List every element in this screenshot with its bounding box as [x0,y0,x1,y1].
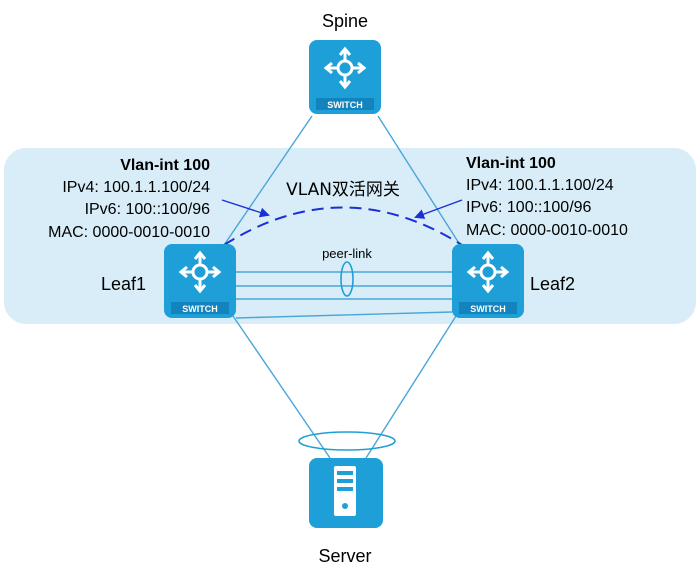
leaf2-switch[interactable]: SWITCH [452,244,524,318]
leaf1-vlan-title: Vlan-int 100 [120,157,210,174]
leaf2-badge: SWITCH [470,304,506,314]
leaf2-ipv6: IPv6: 100::100/96 [466,199,592,216]
server-device[interactable] [309,458,383,528]
leaf1-config: Vlan-int 100 IPv4: 100.1.1.100/24 IPv6: … [48,157,210,241]
link-leaf1-leaf2-bottom [235,311,453,319]
link-leaf2-server [365,315,457,459]
leaf2-vlan-title: Vlan-int 100 [466,155,556,172]
spine-switch[interactable]: SWITCH [309,40,381,114]
peer-link-label: peer-link [322,246,372,261]
link-spine-leaf2 [377,115,463,249]
link-spine-leaf1 [221,115,313,249]
spine-label: Spine [322,11,368,31]
leaf2-label: Leaf2 [530,274,575,294]
leaf2-config: Vlan-int 100 IPv4: 100.1.1.100/24 IPv6: … [466,155,628,239]
peer-link-aggregation-ring [340,261,354,297]
gateway-dashed-arc [223,206,463,246]
leaf1-label: Leaf1 [101,274,146,294]
leaf1-switch[interactable]: SWITCH [164,244,236,318]
leaf2-ipv4: IPv4: 100.1.1.100/24 [466,177,614,194]
leaf1-badge: SWITCH [182,304,218,314]
arrow-leaf1-to-gateway [221,199,270,218]
arrow-leaf2-to-gateway [414,199,463,219]
leaf1-mac: MAC: 0000-0010-0010 [48,224,210,241]
spine-badge: SWITCH [327,100,363,110]
server-label: Server [318,546,371,566]
leaf1-ipv4: IPv4: 100.1.1.100/24 [62,179,210,196]
link-leaf1-server [232,315,331,459]
leaf1-ipv6: IPv6: 100::100/96 [85,201,211,218]
gateway-label: VLAN双活网关 [286,180,400,200]
server-aggregation-ring [298,431,396,451]
leaf2-mac: MAC: 0000-0010-0010 [466,222,628,239]
